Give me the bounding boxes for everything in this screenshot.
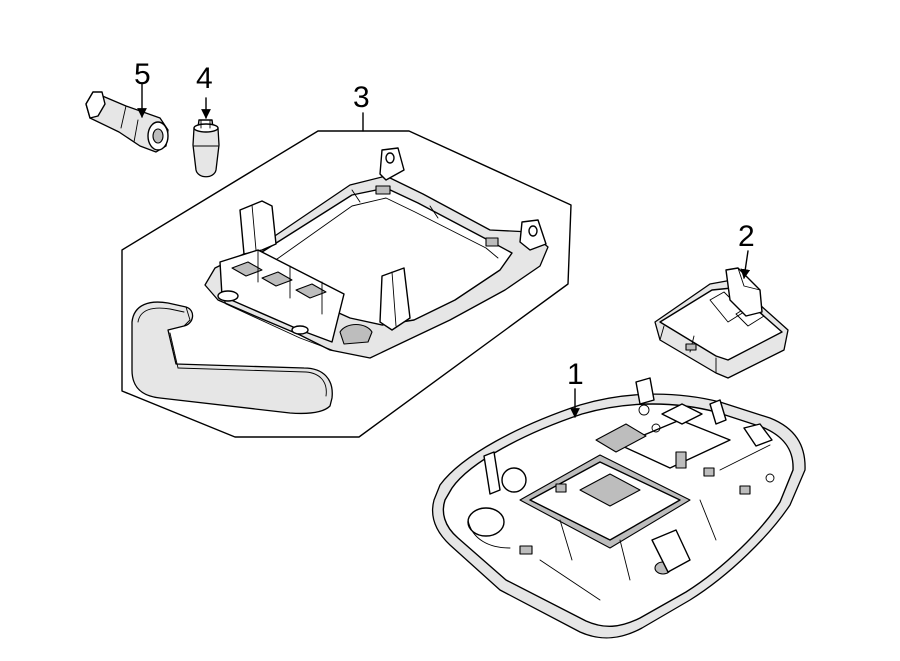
part-1-console-base [431, 377, 806, 639]
part-5-bulb-socket [85, 91, 169, 153]
part-3-assembly-boundary [121, 130, 572, 438]
callout-5: 5 [134, 58, 151, 91]
callout-4: 4 [196, 62, 213, 95]
leader-2 [740, 250, 751, 279]
part-2-module [654, 267, 789, 379]
callout-2: 2 [738, 220, 755, 253]
callout-3: 3 [353, 81, 370, 114]
part-3-handle [131, 301, 333, 415]
callout-1: 1 [567, 358, 584, 391]
part-3-housing-frame [204, 147, 549, 359]
part-4-bulb [192, 119, 220, 178]
